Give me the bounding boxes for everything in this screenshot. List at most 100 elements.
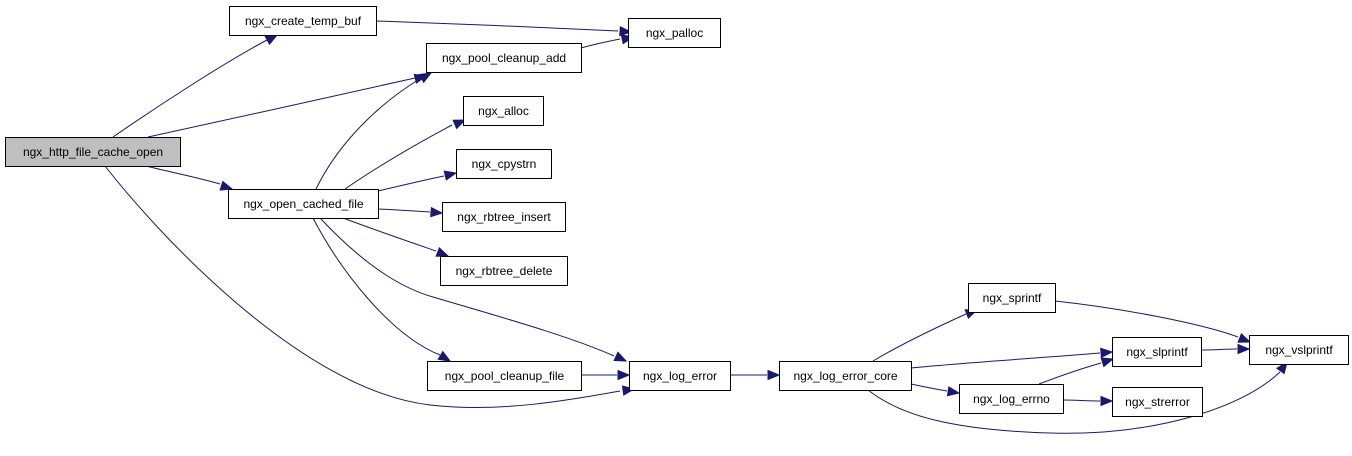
edge-line	[1038, 362, 1102, 385]
edge-ngx_log_error_core-to-ngx_log_errno	[910, 383, 961, 397]
node-label: ngx_slprintf	[1126, 345, 1188, 359]
node-box[interactable]	[968, 283, 1056, 313]
node-box[interactable]	[959, 384, 1064, 414]
arrowhead-icon	[1100, 347, 1114, 359]
node-ngx_log_error_core[interactable]: ngx_log_error_core	[779, 361, 912, 391]
arrowhead-icon	[946, 386, 961, 397]
node-ngx_rbtree_insert[interactable]: ngx_rbtree_insert	[442, 202, 566, 232]
node-label: ngx_rbtree_insert	[457, 210, 551, 224]
arrowhead-icon	[1100, 357, 1115, 368]
node-label: ngx_create_temp_buf	[245, 14, 362, 28]
node-box[interactable]	[440, 256, 568, 286]
arrowhead-icon	[617, 369, 631, 381]
node-box[interactable]	[628, 18, 721, 48]
node-ngx_strerror[interactable]: ngx_strerror	[1112, 387, 1203, 417]
node-ngx_alloc[interactable]: ngx_alloc	[463, 96, 544, 126]
edge-ngx_open_cached_file-to-ngx_cpystrn	[377, 170, 458, 192]
node-box[interactable]	[442, 202, 566, 232]
node-label: ngx_log_error	[643, 369, 717, 383]
edge-line	[147, 77, 416, 138]
edge-ngx_log_error_core-to-ngx_vslprintf	[867, 360, 1288, 434]
node-ngx_create_temp_buf[interactable]: ngx_create_temp_buf	[229, 6, 377, 36]
node-box[interactable]	[426, 43, 582, 73]
node-label: ngx_pool_cleanup_file	[445, 369, 565, 383]
node-box[interactable]	[779, 361, 912, 391]
node-ngx_palloc[interactable]: ngx_palloc	[628, 18, 721, 48]
node-ngx_pool_cleanup_add[interactable]: ngx_pool_cleanup_add	[426, 43, 582, 73]
node-label: ngx_vslprintf	[1265, 343, 1333, 357]
edge-line	[910, 383, 948, 392]
node-box[interactable]	[5, 137, 181, 167]
edge-ngx_http_file_cache_open-to-ngx_open_cached_file	[145, 165, 234, 191]
edges-layer	[104, 20, 1288, 434]
edge-ngx_http_file_cache_open-to-ngx_pool_cleanup_add	[147, 73, 428, 138]
node-box[interactable]	[629, 361, 731, 391]
node-label: ngx_palloc	[646, 26, 703, 40]
edge-line	[1062, 399, 1101, 402]
edge-line	[112, 39, 268, 138]
node-label: ngx_rbtree_delete	[456, 264, 553, 278]
node-box[interactable]	[1112, 387, 1203, 417]
node-label: ngx_strerror	[1125, 395, 1190, 409]
arrowhead-icon	[418, 72, 433, 84]
edge-line	[377, 175, 445, 192]
edge-ngx_open_cached_file-to-ngx_rbtree_insert	[377, 206, 444, 218]
edge-line	[872, 313, 967, 362]
node-ngx_slprintf[interactable]: ngx_slprintf	[1112, 337, 1202, 367]
node-ngx_cpystrn[interactable]: ngx_cpystrn	[456, 149, 552, 179]
edge-line	[375, 20, 619, 32]
nodes-layer: ngx_http_file_cache_open ngx_create_temp_…	[5, 6, 1349, 417]
node-ngx_log_errno[interactable]: ngx_log_errno	[959, 384, 1064, 414]
arrowhead-icon	[264, 34, 279, 46]
edge-ngx_open_cached_file-to-ngx_log_error	[319, 217, 628, 362]
node-label: ngx_pool_cleanup_add	[442, 51, 566, 65]
arrowhead-icon	[767, 369, 781, 381]
arrowhead-icon	[1237, 343, 1251, 355]
arrowhead-icon	[430, 206, 444, 218]
edge-line	[910, 352, 1101, 369]
edge-ngx_create_temp_buf-to-ngx_palloc	[375, 20, 633, 37]
node-label: ngx_log_errno	[973, 392, 1050, 406]
arrowhead-icon	[619, 25, 633, 37]
edge-ngx_pool_cleanup_add-to-ngx_palloc	[580, 34, 635, 49]
edge-line	[312, 217, 441, 356]
edge-line	[1054, 300, 1239, 338]
node-box[interactable]	[456, 149, 552, 179]
node-ngx_rbtree_delete[interactable]: ngx_rbtree_delete	[440, 256, 568, 286]
node-label: ngx_alloc	[478, 104, 529, 118]
arrowhead-icon	[435, 246, 450, 257]
edge-ngx_open_cached_file-to-ngx_alloc	[344, 119, 467, 190]
node-box[interactable]	[1249, 335, 1349, 365]
edge-ngx_log_errno-to-ngx_slprintf	[1038, 357, 1115, 385]
node-label: ngx_open_cached_file	[243, 197, 363, 211]
arrowhead-icon	[613, 351, 628, 362]
node-label: ngx_cpystrn	[472, 157, 537, 171]
arrowhead-icon	[1237, 332, 1252, 343]
edge-line	[145, 165, 221, 185]
node-box[interactable]	[1112, 337, 1202, 367]
edge-line	[867, 371, 1281, 434]
node-ngx_open_cached_file[interactable]: ngx_open_cached_file	[228, 189, 379, 219]
node-box[interactable]	[427, 361, 582, 391]
node-box[interactable]	[463, 96, 544, 126]
node-ngx_pool_cleanup_file[interactable]: ngx_pool_cleanup_file	[427, 361, 582, 391]
node-ngx_sprintf[interactable]: ngx_sprintf	[968, 283, 1056, 313]
node-ngx_http_file_cache_open[interactable]: ngx_http_file_cache_open	[5, 137, 181, 167]
edge-ngx_open_cached_file-to-ngx_pool_cleanup_add	[315, 72, 433, 190]
edge-ngx_open_cached_file-to-ngx_rbtree_delete	[342, 217, 450, 257]
node-box[interactable]	[228, 189, 379, 219]
node-label: ngx_sprintf	[983, 291, 1042, 305]
edge-ngx_http_file_cache_open-to-ngx_create_temp_buf	[112, 34, 279, 138]
arrowhead-icon	[219, 180, 234, 191]
arrowhead-icon	[452, 119, 467, 130]
edge-line	[315, 79, 419, 190]
edge-line	[1200, 348, 1238, 351]
node-ngx_log_error[interactable]: ngx_log_error	[629, 361, 731, 391]
edge-line	[342, 217, 437, 252]
edge-ngx_pool_cleanup_file-to-ngx_log_error	[581, 369, 631, 381]
edge-ngx_sprintf-to-ngx_vslprintf	[1054, 300, 1252, 343]
node-ngx_vslprintf[interactable]: ngx_vslprintf	[1249, 335, 1349, 365]
node-box[interactable]	[229, 6, 377, 36]
node-label: ngx_log_error_core	[793, 369, 897, 383]
